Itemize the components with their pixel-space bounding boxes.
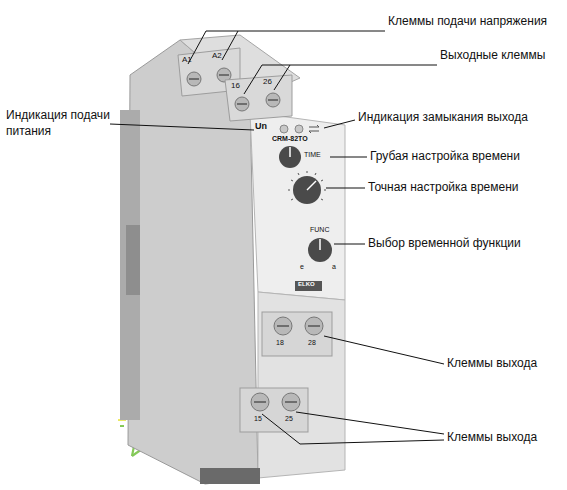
callout-text: Грубая настройка времени [370, 149, 520, 165]
terminal-label: A2 [212, 52, 222, 60]
leader-line [324, 120, 355, 128]
coarse-knob [279, 146, 301, 168]
leader-line [324, 336, 444, 364]
knob-pointer [289, 147, 291, 157]
control-label: a [332, 263, 336, 270]
din-notch [126, 225, 140, 295]
terminal-block [262, 312, 332, 356]
leader-line [110, 124, 254, 130]
brand-logo: ELKO [298, 281, 315, 287]
callout-text: Выбор временной функции [368, 236, 521, 252]
callout-text: Клеммы выхода [447, 430, 537, 446]
model-name: CRM-82TO [272, 135, 308, 142]
callout-text: Клеммы выхода [447, 356, 537, 372]
callout-text: Клеммы подачи напряжения [388, 14, 547, 30]
relay-side [128, 40, 258, 484]
terminal-label: 18 [276, 339, 284, 346]
led [295, 125, 303, 133]
terminal-block [240, 388, 308, 432]
front-panel [250, 112, 345, 300]
control-label: e [300, 263, 304, 270]
callout-text: Выходные клеммы [440, 48, 545, 64]
func-knob [308, 238, 332, 262]
leader-line [244, 65, 437, 94]
terminal-block [225, 75, 292, 121]
din-clip [120, 110, 140, 420]
leader-line [262, 414, 444, 444]
leader-line [330, 157, 367, 158]
control-label: TIME [304, 151, 321, 158]
screw-slot [189, 75, 320, 402]
terminal-label: 26 [263, 78, 272, 86]
output-icon [309, 125, 319, 133]
knob-pointer [307, 181, 316, 190]
fine-knob [293, 176, 321, 204]
control-label: FUNC [310, 226, 329, 233]
leader-line [326, 188, 365, 189]
leader-line [274, 65, 290, 90]
relay-foot [200, 468, 260, 484]
front-lower [258, 292, 345, 478]
terminal-label: 28 [308, 339, 316, 346]
led [280, 125, 288, 133]
ground-symbol [118, 420, 126, 426]
callout-text: Индикация замыкания выхода [358, 110, 528, 126]
callout-text: Индикация подачи питания [6, 108, 124, 139]
screw-slots [189, 75, 320, 402]
terminal-label: 25 [285, 415, 293, 422]
knob-pointer [319, 239, 321, 250]
callout-text: Точная настройка времени [368, 180, 519, 196]
leader-line [334, 244, 365, 245]
indicator-label: Un [255, 122, 267, 131]
logo-plate [295, 281, 322, 291]
terminal-label: A1 [182, 56, 192, 64]
terminal-label: 15 [254, 415, 262, 422]
leader-line [188, 31, 385, 64]
leader-line [222, 31, 238, 60]
leader-line [296, 412, 444, 434]
terminal-label: 16 [231, 82, 240, 90]
